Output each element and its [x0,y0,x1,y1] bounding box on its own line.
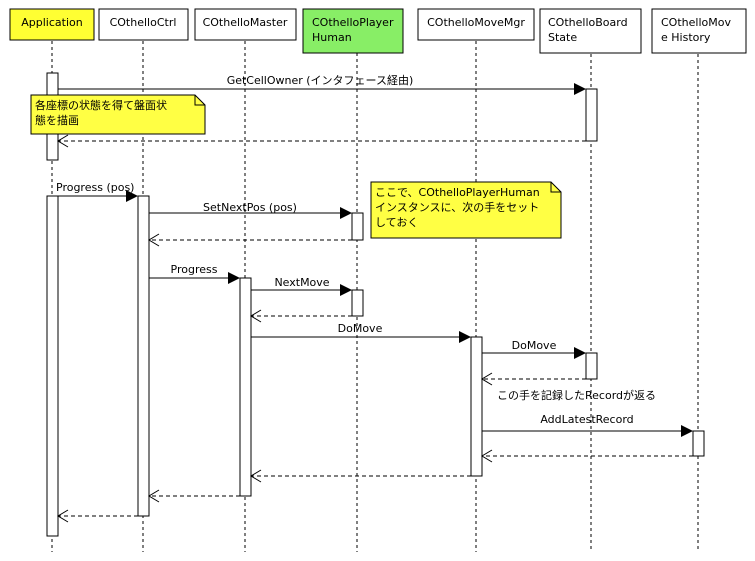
note-fold [194,95,205,106]
note-fold [550,182,561,193]
activation-master [239,277,252,497]
note-line1: ここで、COthelloPlayerHuman [375,186,540,199]
note-line1: 各座標の状態を得て盤面状 [35,98,167,112]
arrow-head [340,207,352,219]
return-arrow-head [57,134,69,148]
arrow-head [459,331,471,343]
message-label: DoMove [338,322,383,335]
arrow-head [340,284,352,296]
return-label-record: この手を記録したRecordが返る [497,388,656,402]
participant-box [539,8,642,54]
message-setnextpos: SetNextPos (pos) [149,201,352,219]
arrow-head [228,272,240,284]
return-arrow-head [148,489,160,503]
participant-box [417,8,535,41]
message-label: Progress [171,263,218,276]
participant-cothellomovehistory: COthelloMov e History [651,8,747,54]
message-progress: Progress [149,263,240,284]
participant-cothellomaster: COthelloMaster [194,8,297,41]
participant-box [651,8,747,54]
activation-playerhuman-1 [351,212,364,241]
return-movemgr-master [250,469,471,483]
arrow-head [574,83,586,95]
participant-label-line1: COthelloMov [661,16,731,29]
return-arrow-head [57,509,69,523]
participant-label: COthelloMaster [203,16,288,29]
return-arrow-head [481,372,493,386]
note-line2: インスタンスに、次の手をセット [375,200,539,214]
participant-label: COthelloMoveMgr [427,16,525,29]
message-label: SetNextPos (pos) [203,201,297,214]
note-line2: 態を描画 [35,113,79,127]
participant-cothelloboardstate: COthelloBoard State [539,8,642,54]
message-label: Progress (pos) [56,181,134,194]
message-label: NextMove [274,276,329,289]
return-arrow-head [250,469,262,483]
participant-label: Application [21,16,82,29]
activation-application-2 [46,195,59,537]
participant-box [302,8,404,54]
activation-boardstate-1 [585,88,598,142]
participant-label-line2: Human [312,31,352,44]
participant-cothelloctrl: COthelloCtrl [98,8,189,41]
message-getcellowner: GetCellOwner (インタフェース経由) [58,73,586,95]
message-label: DoMove [512,339,557,352]
activation-movehistory [692,430,705,457]
note-line3: しておく [375,216,418,229]
return-arrow-head [481,449,493,463]
return-arrow-head [250,309,262,323]
participant-label: COthelloCtrl [110,16,177,29]
return-master-ctrl [148,489,240,503]
participant-label-line1: COthelloPlayer [312,16,394,29]
return-arrow-head [148,233,160,247]
participant-cothelloplayerhuman: COthelloPlayer Human [302,8,404,54]
return-ctrl-application [57,509,138,523]
message-addlatestrecord: AddLatestRecord [482,413,693,437]
activation-ctrl [137,195,150,517]
activation-boardstate-2 [585,352,598,380]
participant-cothellomovemgr: COthelloMoveMgr [417,8,535,41]
participant-label-line2: State [548,31,577,44]
arrow-head [681,425,693,437]
note-shape [370,181,562,239]
participant-application: Application [9,8,95,41]
return-playerhuman-master [250,309,352,323]
message-nextmove: NextMove [251,276,352,296]
arrow-head [574,347,586,359]
arrow-head [126,190,138,202]
return-boardstate-movemgr [481,372,586,386]
participant-box [194,8,297,41]
message-domove-2: DoMove [482,339,586,359]
participant-label-line2: e History [661,31,711,44]
message-label: AddLatestRecord [540,413,633,426]
note-shape [30,94,206,135]
message-progress-pos: Progress (pos) [56,181,138,202]
activation-movemgr [470,336,483,477]
activation-playerhuman-2 [351,289,364,317]
participant-box [9,8,95,41]
participant-box [98,8,189,41]
return-playerhuman-ctrl-1 [148,233,352,247]
note-draw-board: 各座標の状態を得て盤面状 態を描画 [30,94,206,135]
return-movehistory-movemgr [481,449,693,463]
participant-label-line1: COthelloBoard [548,16,628,29]
return-boardstate-application [57,134,586,148]
note-set-next-move: ここで、COthelloPlayerHuman インスタンスに、次の手をセット … [370,181,562,239]
message-label: GetCellOwner (インタフェース経由) [227,73,414,87]
message-domove-1: DoMove [251,322,471,343]
